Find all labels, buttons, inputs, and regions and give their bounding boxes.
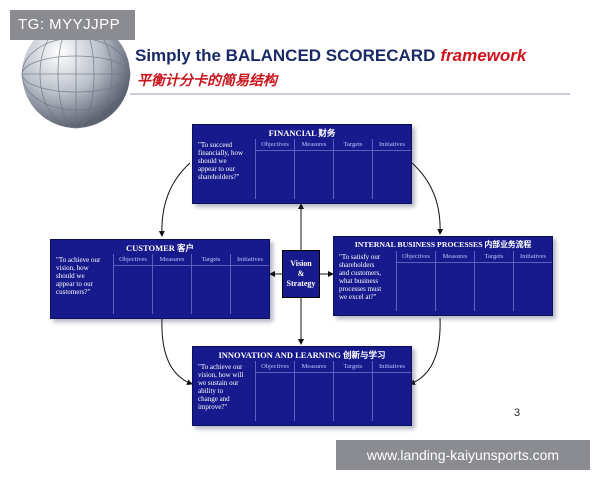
customer-question: "To achieve our vision, how should we ap… <box>56 256 101 296</box>
financial-question: "To succeed financially, how should we a… <box>198 141 244 181</box>
internal-grid: Objectives Measures Targets Initiatives <box>396 251 552 311</box>
page-number: 3 <box>514 407 521 419</box>
customer-panel: CUSTOMER 客户 "To achieve our vision, how … <box>50 239 270 319</box>
customer-title: CUSTOMER 客户 <box>125 243 195 253</box>
col-header-targets: Targets <box>334 139 372 151</box>
innovation-question: "To achieve our vision, how will we sust… <box>198 363 244 411</box>
col-header-initiatives: Initiatives <box>514 251 552 263</box>
financial-title: FINANCIAL 财务 <box>268 128 336 138</box>
innovation-title: INNOVATION AND LEARNING 创新与学习 <box>218 350 386 360</box>
financial-panel: FINANCIAL 财务 "To succeed financially, ho… <box>192 124 412 204</box>
col-header-initiatives: Initiatives <box>231 254 269 266</box>
title-divider <box>130 93 570 95</box>
col-header-targets: Targets <box>334 361 372 373</box>
internal-question: "To satisfy our shareholders and custome… <box>339 253 382 301</box>
col-header-measures: Measures <box>295 361 333 373</box>
col-header-objectives: Objectives <box>397 251 435 263</box>
internal-panel: INTERNAL BUSINESS PROCESSES 内部业务流程 "To s… <box>333 236 553 316</box>
col-header-objectives: Objectives <box>114 254 152 266</box>
internal-title: INTERNAL BUSINESS PROCESSES 内部业务流程 <box>354 240 532 249</box>
vision-strategy-box: Vision & Strategy <box>282 250 320 298</box>
slide-subtitle: 平衡计分卡的简易结构 <box>137 74 277 89</box>
col-header-measures: Measures <box>153 254 191 266</box>
customer-grid: Objectives Measures Targets Initiatives <box>113 254 269 314</box>
col-header-measures: Measures <box>295 139 333 151</box>
watermark-tag: TG: MYYJJPP <box>10 10 135 40</box>
col-header-objectives: Objectives <box>256 139 294 151</box>
innovation-grid: Objectives Measures Targets Initiatives <box>255 361 411 421</box>
col-header-measures: Measures <box>436 251 474 263</box>
innovation-panel: INNOVATION AND LEARNING 创新与学习 "To achiev… <box>192 346 412 426</box>
col-header-targets: Targets <box>192 254 230 266</box>
footer-url[interactable]: www.landing-kaiyunsports.com <box>336 440 590 470</box>
col-header-initiatives: Initiatives <box>373 139 411 151</box>
col-header-objectives: Objectives <box>256 361 294 373</box>
col-header-initiatives: Initiatives <box>373 361 411 373</box>
financial-grid: Objectives Measures Targets Initiatives <box>255 139 411 199</box>
title-main: Simply the BALANCED SCORECARD <box>135 46 436 65</box>
title-accent: framework <box>440 46 527 65</box>
col-header-targets: Targets <box>475 251 513 263</box>
